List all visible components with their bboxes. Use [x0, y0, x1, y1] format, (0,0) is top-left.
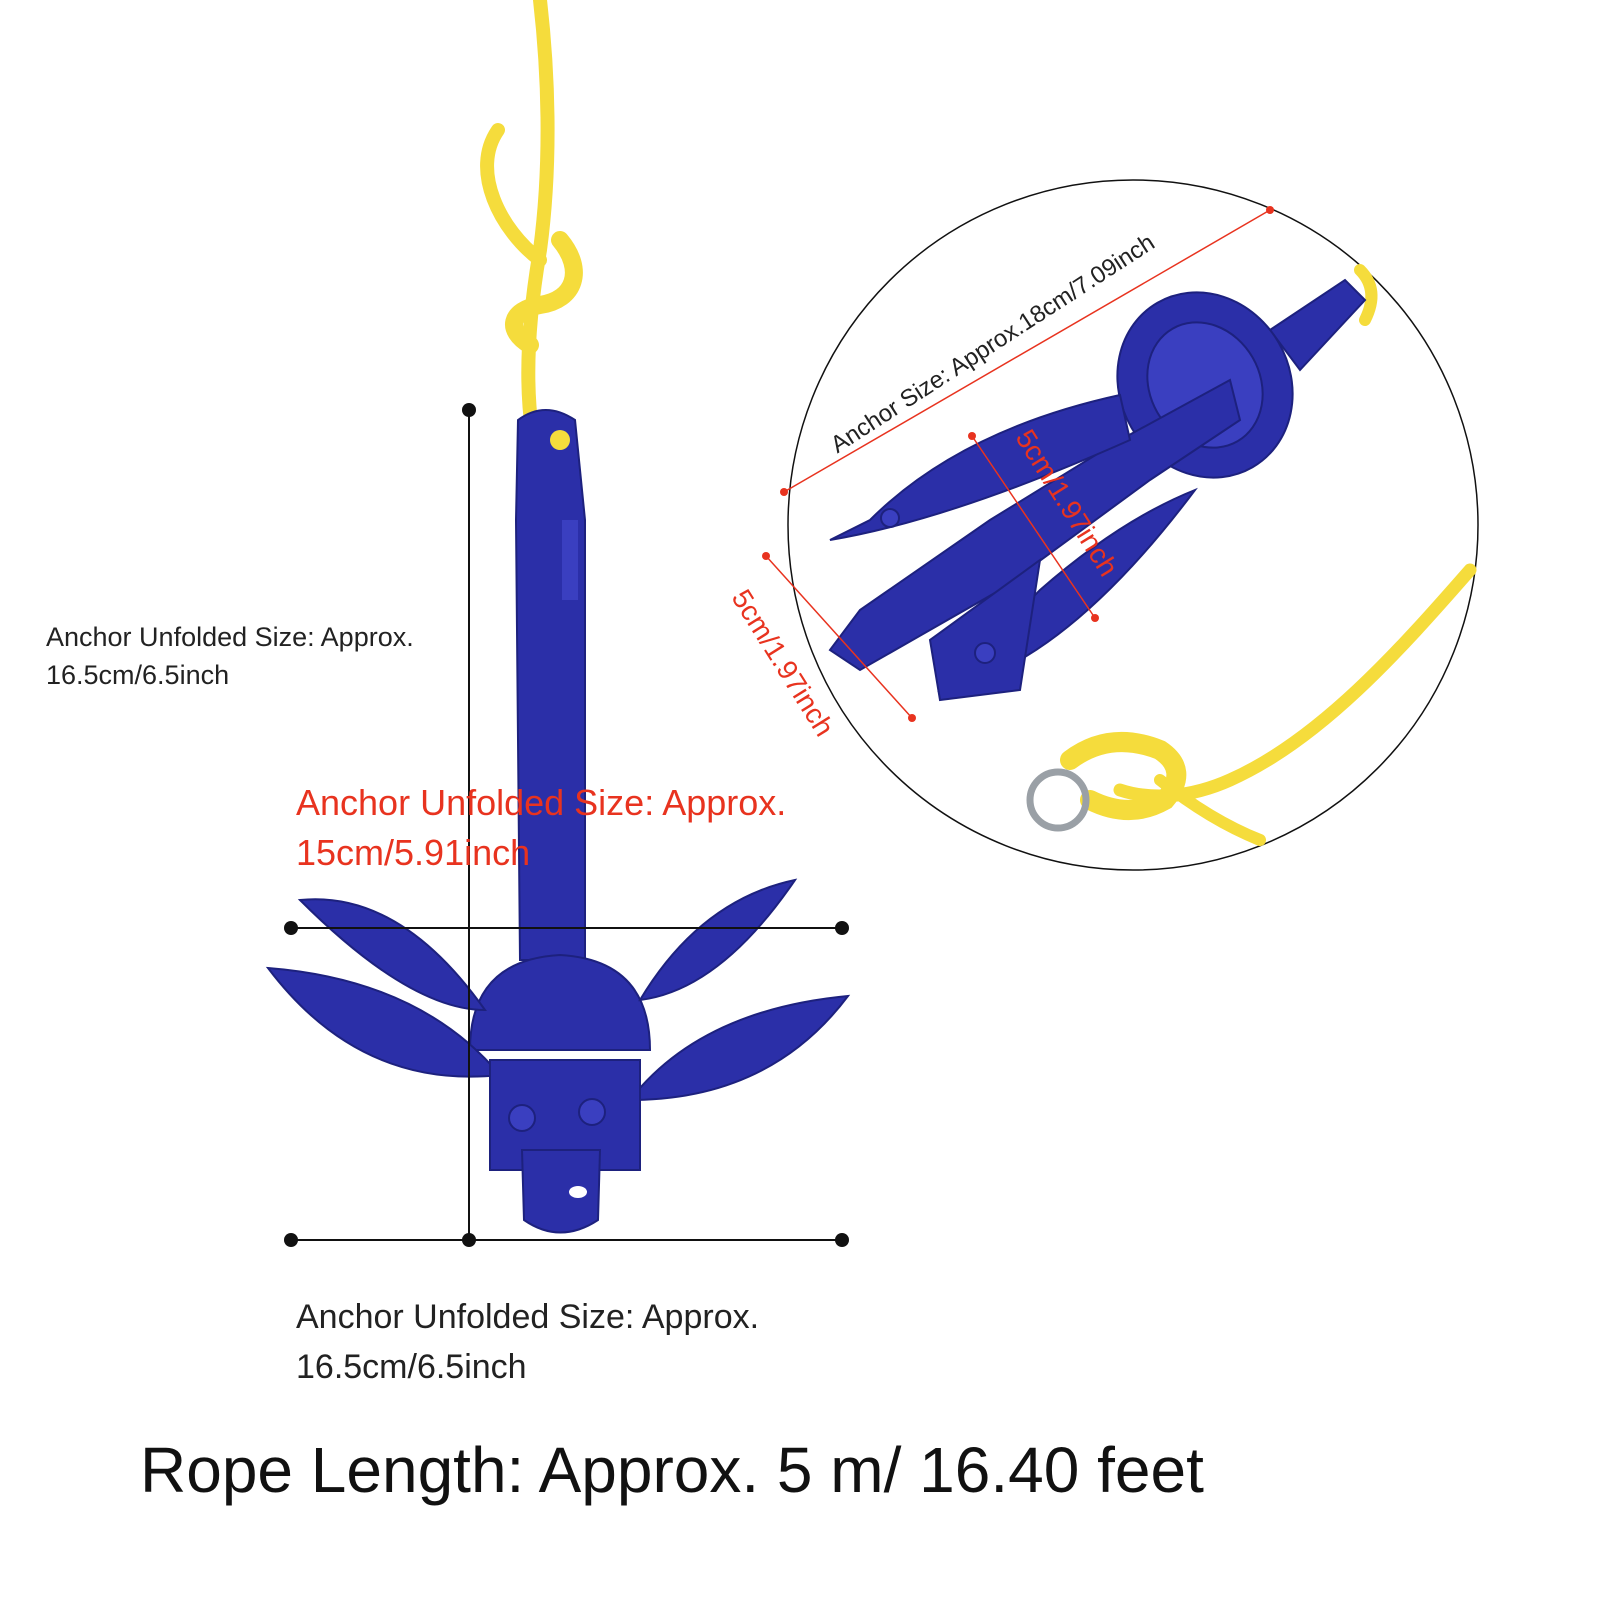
unfolded-bottom-label-line2: 16.5cm/6.5inch: [296, 1348, 527, 1386]
unfolded-bottom-label-line1: Anchor Unfolded Size: Approx.: [296, 1298, 760, 1336]
rope-length-label: Rope Length: Approx. 5 m/ 16.40 feet: [140, 1434, 1204, 1506]
rope-left: [480, 0, 583, 437]
unfolded-width-label-line1: Anchor Unfolded Size: Approx.: [296, 782, 787, 823]
unfolded-bottom-label: Anchor Unfolded Size: Approx. 16.5cm/6.5…: [296, 1292, 759, 1392]
unfolded-height-label-line1: Anchor Unfolded Size: Approx.: [46, 622, 414, 652]
unfolded-width-label: Anchor Unfolded Size: Approx. 15cm/5.91i…: [296, 778, 786, 878]
anchor-unfolded: [265, 409, 851, 1234]
folded-anchor-inset: [762, 179, 1479, 871]
unfolded-height-label-line2: 16.5cm/6.5inch: [46, 660, 230, 690]
unfolded-width-label-line2: 15cm/5.91inch: [296, 832, 531, 873]
unfolded-height-label: Anchor Unfolded Size: Approx. 16.5cm/6.5…: [46, 618, 414, 694]
dimension-lines-left: [284, 403, 849, 1247]
